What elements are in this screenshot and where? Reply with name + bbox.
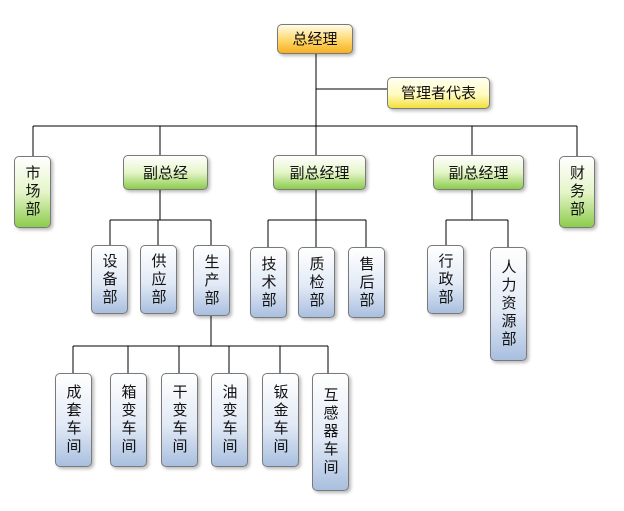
workshop-box-transformer-box: 箱变车间 xyxy=(110,373,147,467)
deputy-gm-2-box: 副总经理 xyxy=(273,155,366,190)
market-dept-box: 市场部 xyxy=(14,156,51,228)
supply-dept-box: 供应部 xyxy=(140,245,177,314)
workshop-transformer-sensor-box: 互感器车间 xyxy=(312,373,349,491)
workshop-complete-set-box: 成套车间 xyxy=(55,373,92,467)
workshop-sheet-metal-box: 钣金车间 xyxy=(262,373,299,467)
workshop-dry-transformer-box: 干变车间 xyxy=(161,373,198,467)
after-sales-dept-box: 售后部 xyxy=(348,247,385,318)
tech-dept-box: 技术部 xyxy=(250,247,287,318)
production-dept-box: 生产部 xyxy=(193,245,230,316)
workshop-oil-transformer-box: 油变车间 xyxy=(211,373,248,467)
finance-dept-box: 财务部 xyxy=(559,156,595,228)
deputy-gm-1-box: 副总经 xyxy=(123,155,208,190)
equipment-dept-box: 设备部 xyxy=(91,245,128,314)
deputy-gm-3-box: 副总经理 xyxy=(433,155,524,190)
qc-dept-box: 质检部 xyxy=(298,247,335,318)
hr-dept-box: 人力资源部 xyxy=(490,247,527,361)
general-manager-box: 总经理 xyxy=(277,24,353,54)
management-representative-box: 管理者代表 xyxy=(387,77,490,109)
admin-dept-box: 行政部 xyxy=(427,245,464,314)
